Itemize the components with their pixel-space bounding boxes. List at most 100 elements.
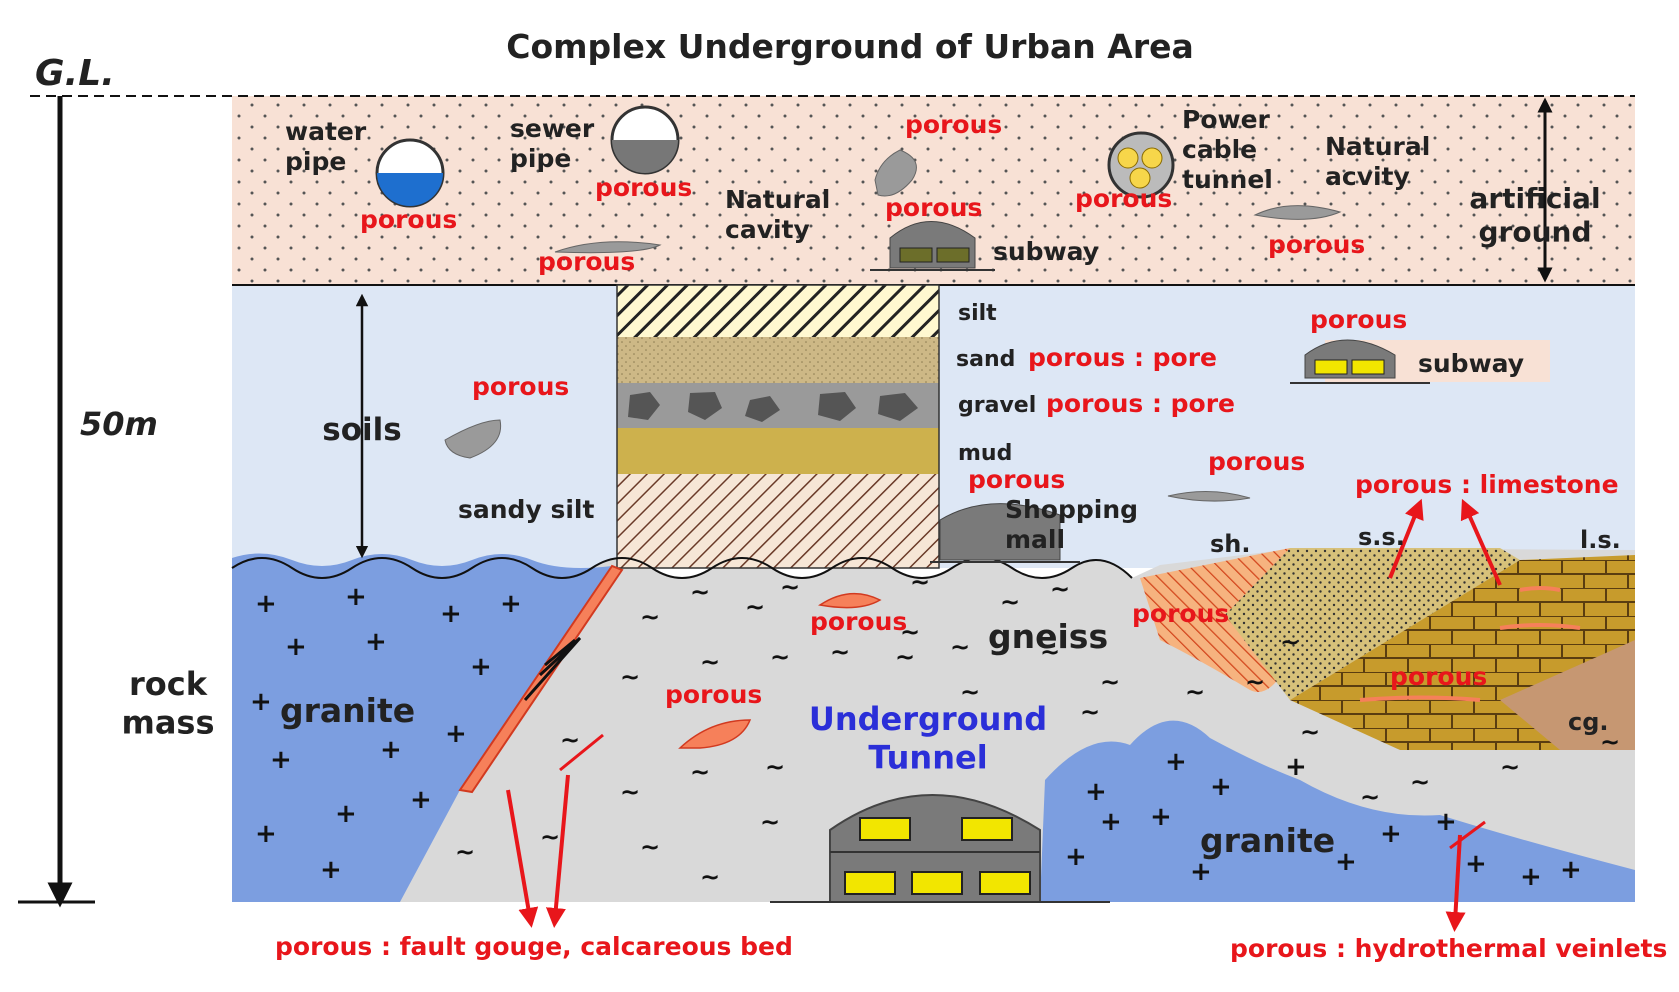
gneiss-symbol: ~ — [1600, 728, 1620, 756]
porous-label: porous — [472, 372, 569, 401]
granite-symbol: + — [255, 819, 277, 849]
granite-left-label: granite — [280, 691, 415, 730]
gneiss-symbol: ~ — [950, 633, 970, 661]
granite-left-body — [232, 553, 612, 902]
limestone-vein-2 — [1359, 695, 1481, 702]
granite-symbol: + — [365, 627, 387, 657]
ground-level-label: G.L. — [35, 53, 115, 94]
sand-label: sand — [956, 347, 1015, 372]
mud-yellow-stratum — [617, 428, 939, 474]
diagram-title: Complex Underground of Urban Area — [506, 27, 1194, 66]
gneiss-symbol: ~ — [1500, 753, 1520, 781]
gneiss-symbol: ~ — [900, 618, 920, 646]
annotation-arrows — [506, 498, 1502, 932]
underground-tunnel-icon — [770, 794, 1110, 903]
calcareous-bed-mark — [559, 733, 604, 772]
soil-cavity-icon — [444, 419, 502, 459]
sand-stratum — [617, 337, 939, 383]
granite-symbol: + — [285, 632, 307, 662]
natural-acvity-icon — [1253, 205, 1342, 220]
conglomerate-label: cg. — [1568, 708, 1609, 736]
limestone-vein — [1499, 623, 1581, 630]
hydrothermal-veinlet — [1449, 820, 1486, 850]
gravel-label: gravel — [958, 393, 1036, 418]
soils-label: soils — [322, 412, 401, 448]
granite-symbol: + — [380, 735, 402, 765]
sandstone-label: s.s. — [1358, 523, 1405, 551]
granite-symbol: + — [250, 687, 272, 717]
cavity-rock-icon — [874, 149, 917, 197]
sewer-pipe-icon — [610, 105, 680, 175]
porous-label: porous — [1268, 230, 1365, 259]
gneiss-symbol: ~ — [910, 568, 930, 596]
granite-symbol: + — [1210, 772, 1232, 802]
subway-mid-label: subway — [1418, 349, 1524, 378]
fault-offset-mark — [523, 636, 582, 701]
limestone-label: l.s. — [1580, 526, 1621, 554]
gneiss-symbols: ~~~~~~~~~~~~~~~~~~~~~~~~~~~~~~~~~~~ — [455, 568, 1620, 891]
subway-mid-icon — [1290, 339, 1550, 384]
porous-label: porous — [595, 173, 692, 202]
strata-column-outline — [616, 284, 940, 569]
porous-label: porous — [885, 193, 982, 222]
porous-label: porous — [665, 680, 762, 709]
granite-symbol: + — [1085, 777, 1107, 807]
gneiss-symbol: ~ — [1360, 783, 1380, 811]
limestone-vein-3 — [1519, 586, 1561, 592]
sandy-silt-label: sandy silt — [458, 495, 594, 524]
porous-label: porous — [1310, 305, 1407, 334]
porous-label: porous — [1390, 662, 1487, 691]
gneiss-symbol: ~ — [540, 823, 560, 851]
depth-label: 50m — [80, 405, 158, 443]
gneiss-symbol: ~ — [1080, 698, 1100, 726]
gneiss-label: gneiss — [988, 617, 1108, 656]
silt-label: silt — [958, 301, 997, 326]
granite-symbol: + — [440, 599, 462, 629]
granite-symbol: + — [1190, 857, 1212, 887]
sandstone-layer — [1225, 548, 1520, 700]
porous-patch-gneiss-left — [678, 719, 752, 749]
conglomerate-layer — [1500, 640, 1635, 750]
granite-symbol: + — [1285, 752, 1307, 782]
granite-symbol: + — [1065, 842, 1087, 872]
granite-symbol: + — [255, 589, 277, 619]
gneiss-symbol: ~ — [700, 648, 720, 676]
gneiss-symbol: ~ — [560, 726, 580, 754]
gravel-pore-label: porous : pore — [1046, 389, 1235, 418]
gneiss-symbol: ~ — [765, 753, 785, 781]
porous-label: porous — [538, 247, 635, 276]
gneiss-symbol: ~ — [455, 838, 475, 866]
porous-label: porous — [360, 205, 457, 234]
granite-symbol: + — [1380, 819, 1402, 849]
gneiss-symbol: ~ — [690, 578, 710, 606]
soil-cavity-right-icon — [1167, 491, 1251, 502]
granite-symbol: + — [1335, 847, 1357, 877]
granite-symbol: + — [445, 719, 467, 749]
fault-gouge-band — [458, 564, 624, 794]
gneiss-symbol: ~ — [640, 833, 660, 861]
silt-stratum — [617, 285, 939, 337]
granite-symbol: + — [1465, 849, 1487, 879]
shopping-mall-icon — [930, 503, 1080, 563]
porous-label: porous — [905, 110, 1002, 139]
gneiss-symbol: ~ — [1000, 588, 1020, 616]
sand-pore-label: porous : pore — [1028, 343, 1217, 372]
gneiss-symbol: ~ — [700, 863, 720, 891]
granite-left-symbols: +++++++++++++++ — [250, 582, 522, 885]
gneiss-symbol: ~ — [620, 778, 640, 806]
porous-label: porous — [1132, 599, 1229, 628]
granite-symbol: + — [470, 652, 492, 682]
granite-right-label: granite — [1200, 821, 1335, 860]
porous-patch-gneiss-top — [818, 592, 882, 609]
granite-symbol: + — [320, 855, 342, 885]
gneiss-symbol: ~ — [1040, 638, 1060, 666]
porous-label: porous — [1208, 447, 1305, 476]
